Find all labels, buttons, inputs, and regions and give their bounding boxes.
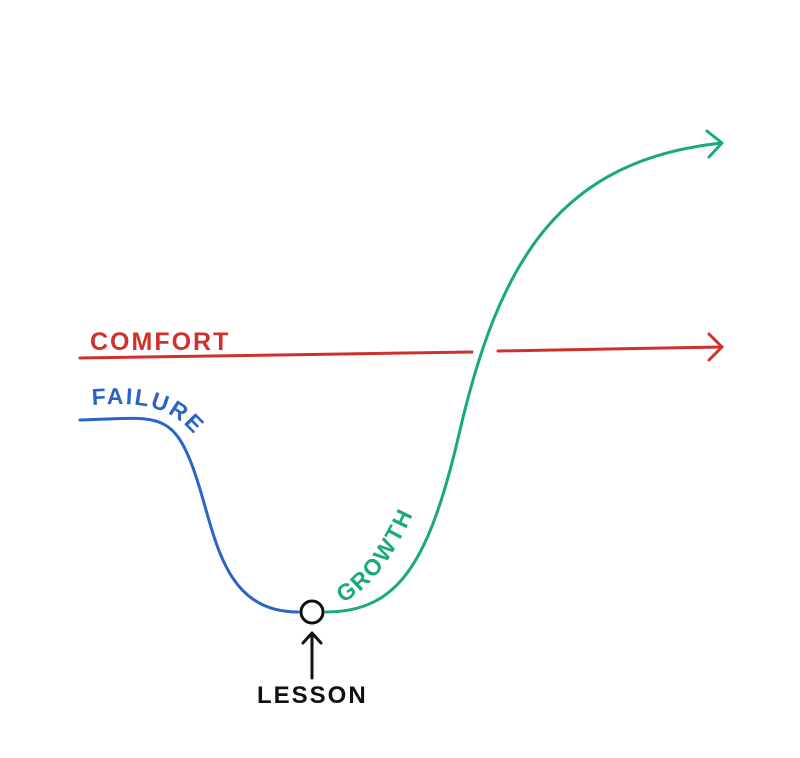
comfort-line-right-segment [496, 345, 724, 353]
growth-label: GROWTH [331, 504, 418, 608]
lesson-label: LESSON [257, 682, 368, 709]
failure-curve [78, 416, 300, 614]
lesson-arrow [301, 631, 323, 680]
growth-arrowhead [705, 129, 724, 159]
growth-curve [324, 141, 724, 614]
comfort-line-left-segment [78, 350, 474, 360]
comfort-label: COMFORT [90, 328, 230, 356]
lesson-point [299, 599, 325, 625]
comfort-arrowhead [707, 332, 724, 362]
comfort-line [78, 332, 724, 362]
failure-label: FAILURE [91, 383, 210, 439]
